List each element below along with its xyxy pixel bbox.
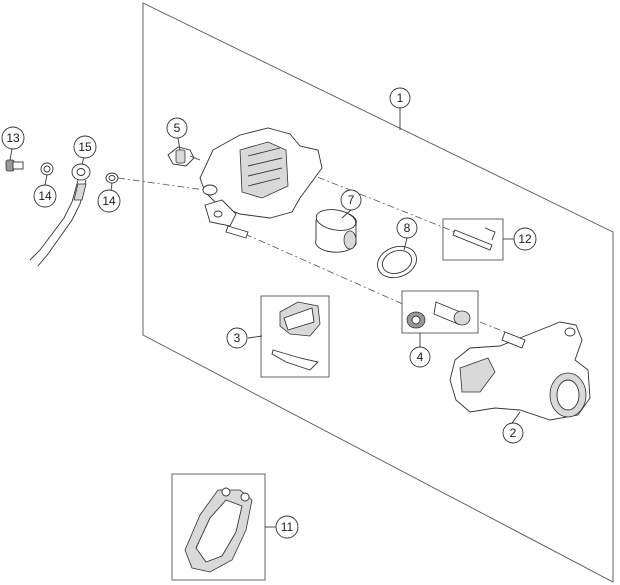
callout-15-label: 15	[78, 140, 92, 154]
banjo-bolt-part	[5, 159, 24, 172]
callout-4: 4	[409, 346, 431, 368]
caliper-body-part	[199, 127, 323, 239]
callout-11-label: 11	[281, 520, 294, 534]
callout-7: 7	[340, 189, 362, 211]
callout-12-label: 12	[518, 232, 532, 246]
callout-8: 8	[396, 217, 418, 239]
callout-5-label: 5	[174, 121, 181, 135]
callout-13-label: 13	[6, 131, 20, 145]
callout-12: 12	[513, 227, 537, 251]
callout-3-label: 3	[234, 331, 241, 345]
callout-4-label: 4	[417, 350, 424, 364]
callout-1-label: 1	[397, 91, 404, 105]
callout-3: 3	[226, 327, 248, 349]
callout-15: 15	[73, 135, 97, 159]
bleeder-valve-part	[167, 146, 201, 167]
callout-14-left: 14	[33, 184, 57, 208]
seal-ring-part	[377, 245, 417, 279]
brake-pads-part	[171, 473, 266, 581]
callout-2: 2	[502, 422, 524, 444]
callout-1: 1	[389, 87, 411, 109]
washer-part-right	[105, 172, 119, 184]
callout-14-right-label: 14	[102, 194, 116, 208]
piston-part	[315, 209, 357, 253]
callout-2-label: 2	[510, 426, 517, 440]
washer-part-left	[40, 162, 54, 176]
callout-5: 5	[166, 117, 188, 139]
callout-14-right: 14	[97, 189, 121, 213]
pad-spring-kit-part	[260, 295, 330, 378]
guide-pin-kit-part	[401, 290, 479, 334]
callout-7-label: 7	[348, 193, 355, 207]
assembly-outline	[142, 2, 614, 583]
pin-kit-part	[442, 218, 504, 261]
callout-11: 11	[275, 515, 299, 539]
brake-line-part	[29, 163, 91, 267]
callout-14-left-label: 14	[38, 189, 52, 203]
caliper-bracket-part	[449, 321, 591, 421]
callout-8-label: 8	[404, 221, 411, 235]
callout-13: 13	[1, 126, 25, 150]
